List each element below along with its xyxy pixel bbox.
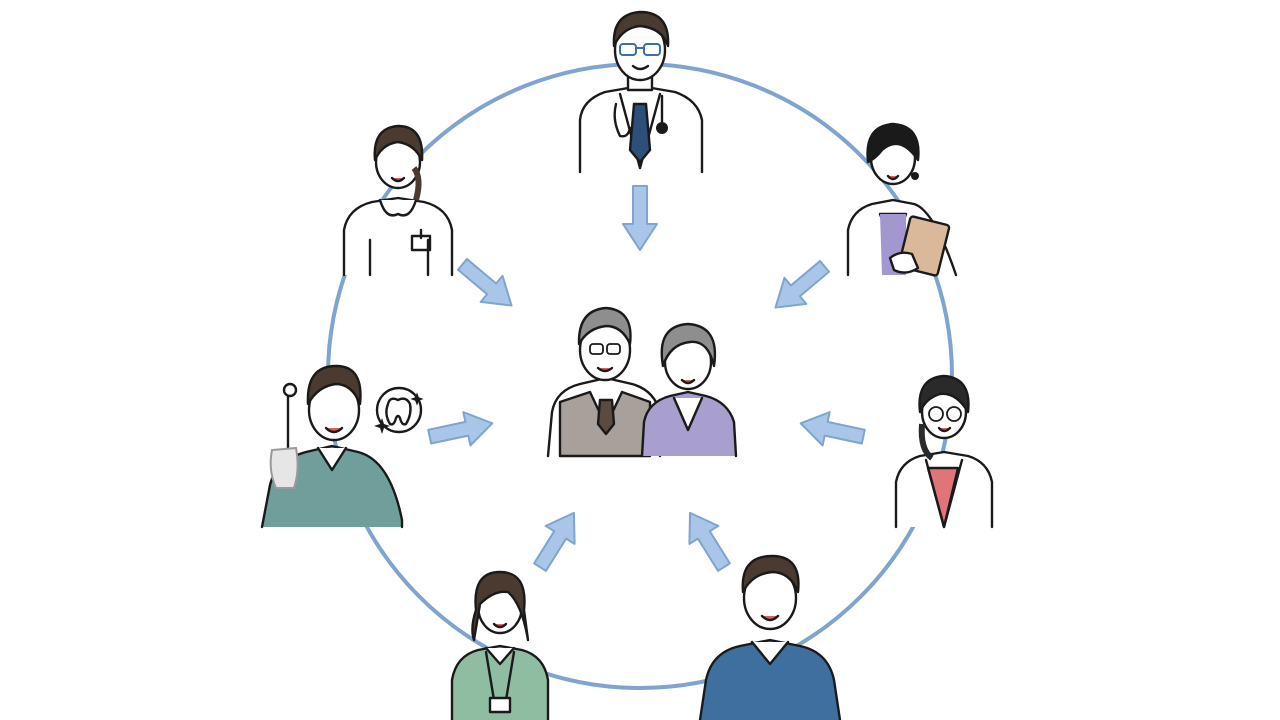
therapist-icon	[698, 554, 842, 720]
doctor-icon	[578, 10, 704, 174]
dentist-icon	[260, 364, 424, 529]
elderly-couple-icon	[546, 306, 738, 458]
care-worker-icon	[450, 570, 550, 720]
arrow-left-icon	[799, 411, 866, 447]
nurse-icon	[342, 124, 454, 277]
arrow-up-left-icon	[688, 511, 731, 572]
arrow-down-left-icon	[774, 260, 831, 309]
clipboard-staff-icon	[846, 122, 958, 277]
arrow-down-icon	[622, 185, 658, 251]
arrow-group	[427, 185, 866, 572]
arrow-up-right-icon	[533, 511, 576, 572]
arrow-down-right-icon	[456, 258, 513, 307]
arrow-right-icon	[427, 411, 494, 447]
pharmacist-icon	[894, 374, 994, 529]
